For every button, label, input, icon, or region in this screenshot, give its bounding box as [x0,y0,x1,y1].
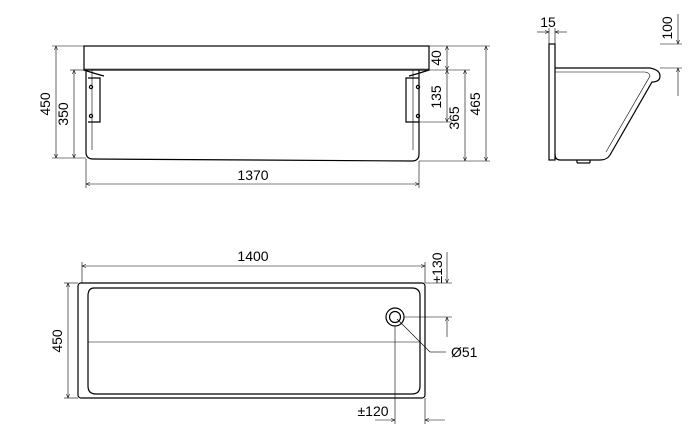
dim-450-front: 450 [37,92,53,116]
dim-130: ±130 [429,252,445,283]
side-wall-plate [548,43,556,161]
right-bracket [405,77,419,123]
side-basin-profile [554,67,661,161]
dim-365: 365 [446,106,462,130]
drain-inner [388,310,402,324]
dim-350-front: 350 [55,102,71,126]
dim-120: ±120 [357,403,388,419]
dim-450-top: 450 [49,329,65,353]
front-view: 450 350 40 135 365 465 1370 [37,45,490,188]
dim-465: 465 [467,92,483,116]
dim-1400: 1400 [237,248,268,264]
top-inner-basin [87,287,421,395]
dim-15: 15 [540,14,556,30]
front-rim [83,45,430,71]
side-view: 15 100 [537,14,682,164]
dim-135: 135 [428,85,444,109]
front-basin [85,70,420,162]
top-view: Ø51 1400 450 ±130 ±120 [49,248,478,424]
dim-100: 100 [659,16,675,40]
left-bracket [88,77,101,123]
dim-40: 40 [428,50,444,66]
dim-1370: 1370 [237,167,268,183]
top-outer-rim [77,282,426,399]
dim-51: Ø51 [451,344,478,360]
